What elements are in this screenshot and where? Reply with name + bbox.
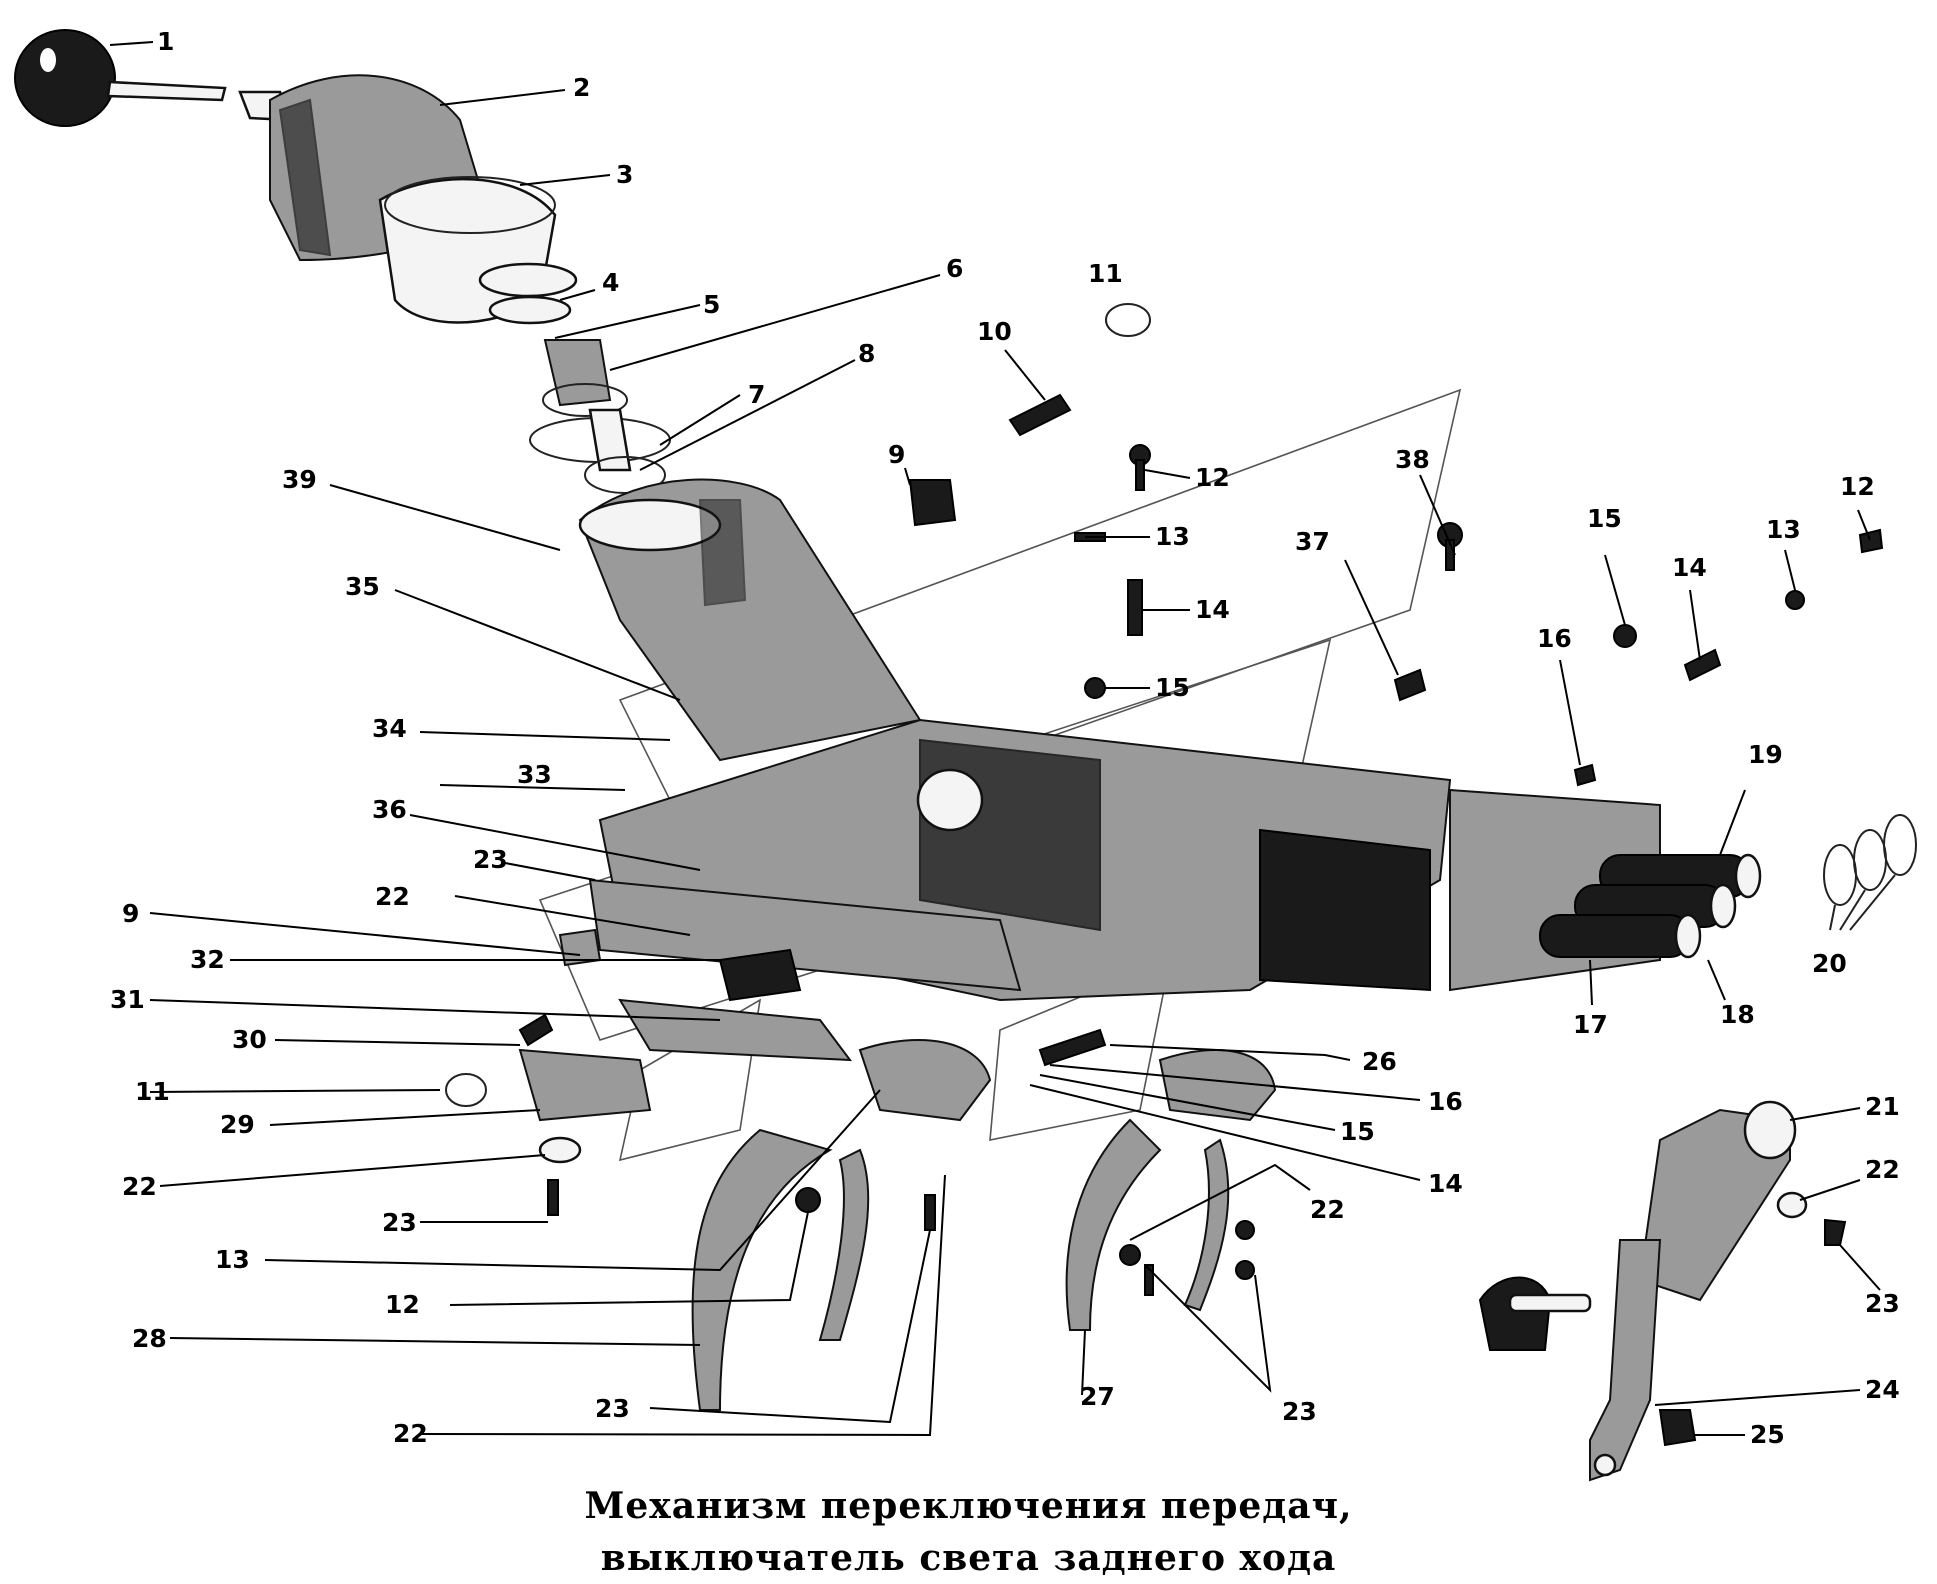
callout-11-left: 11 [135, 1077, 170, 1106]
callout-23-fork: 23 [1282, 1397, 1317, 1426]
gear-knob-part-1 [14, 29, 292, 127]
rings-part-20 [1823, 814, 1917, 931]
callout-23-left: 23 [382, 1208, 417, 1237]
callout-34: 34 [372, 714, 407, 743]
callout-30: 30 [232, 1025, 267, 1054]
callout-5: 5 [703, 290, 720, 319]
callout-33: 33 [517, 760, 552, 789]
callout-27: 27 [1080, 1382, 1115, 1411]
callout-12-left: 12 [385, 1290, 420, 1319]
callout-15-top: 15 [1155, 673, 1190, 702]
callout-20: 20 [1812, 949, 1847, 978]
diagram-caption: Механизм переключения передач, выключате… [0, 1480, 1937, 1584]
callout-22-right: 22 [1865, 1155, 1900, 1184]
callout-22-left: 22 [122, 1172, 157, 1201]
shift-rails-17-19 [1539, 853, 1762, 959]
callout-18: 18 [1720, 1000, 1755, 1029]
callout-labels: 1 2 3 4 5 6 7 8 9 10 11 12 13 14 15 38 3… [110, 27, 1900, 1449]
callout-9-left: 9 [122, 899, 139, 928]
callout-29: 29 [220, 1110, 255, 1139]
callout-13-left: 13 [215, 1245, 250, 1274]
callout-15-right: 15 [1587, 504, 1622, 533]
callout-15-fork: 15 [1340, 1117, 1375, 1146]
callout-36: 36 [372, 795, 407, 824]
callout-19: 19 [1748, 740, 1783, 769]
callout-21: 21 [1865, 1092, 1900, 1121]
callout-12-right: 12 [1840, 472, 1875, 501]
callout-23-mid: 23 [473, 845, 508, 874]
leader-lines [109, 41, 1881, 1437]
callout-4: 4 [602, 268, 619, 297]
callout-13-right: 13 [1766, 515, 1801, 544]
callout-13-top: 13 [1155, 522, 1190, 551]
callout-37: 37 [1295, 527, 1330, 556]
callout-14-top: 14 [1195, 595, 1230, 624]
callout-32: 32 [190, 945, 225, 974]
callout-12-top: 12 [1195, 463, 1230, 492]
callout-14-right: 14 [1672, 553, 1707, 582]
callout-31: 31 [110, 985, 145, 1014]
callout-39: 39 [282, 465, 317, 494]
callout-7: 7 [748, 380, 765, 409]
lever-tower-part-39 [578, 478, 922, 762]
caption-line-1: Механизм переключения передач, [584, 1485, 1353, 1527]
callout-35: 35 [345, 572, 380, 601]
callout-22-mid: 22 [375, 882, 410, 911]
callout-25: 25 [1750, 1420, 1785, 1449]
callout-8: 8 [858, 339, 875, 368]
callout-23-right: 23 [1865, 1289, 1900, 1318]
callout-22-fork: 22 [1310, 1195, 1345, 1224]
callout-1: 1 [157, 27, 174, 56]
callout-38: 38 [1395, 445, 1430, 474]
callout-26: 26 [1362, 1047, 1397, 1076]
callout-22-bottom: 22 [393, 1419, 428, 1448]
callout-14-fork: 14 [1428, 1169, 1463, 1198]
callout-3: 3 [616, 160, 633, 189]
spring-retainer-group-4-8 [478, 262, 671, 494]
callout-28: 28 [132, 1324, 167, 1353]
reverse-lever-part-21-24 [1478, 1100, 1847, 1482]
shift-fork-part-28 [691, 1039, 992, 1411]
small-hardware-top [908, 303, 1884, 787]
callout-6: 6 [946, 254, 963, 283]
lower-left-parts [445, 928, 853, 1216]
callout-16-right: 16 [1537, 624, 1572, 653]
callout-10: 10 [977, 317, 1012, 346]
callout-17: 17 [1573, 1010, 1608, 1039]
callout-23-bottom: 23 [595, 1394, 630, 1423]
callout-9-top: 9 [888, 440, 905, 469]
callout-2: 2 [573, 73, 590, 102]
callout-11-top: 11 [1088, 259, 1123, 288]
callout-16-fork: 16 [1428, 1087, 1463, 1116]
caption-line-2: выключатель света заднего хода [600, 1537, 1337, 1579]
callout-24: 24 [1865, 1375, 1900, 1404]
